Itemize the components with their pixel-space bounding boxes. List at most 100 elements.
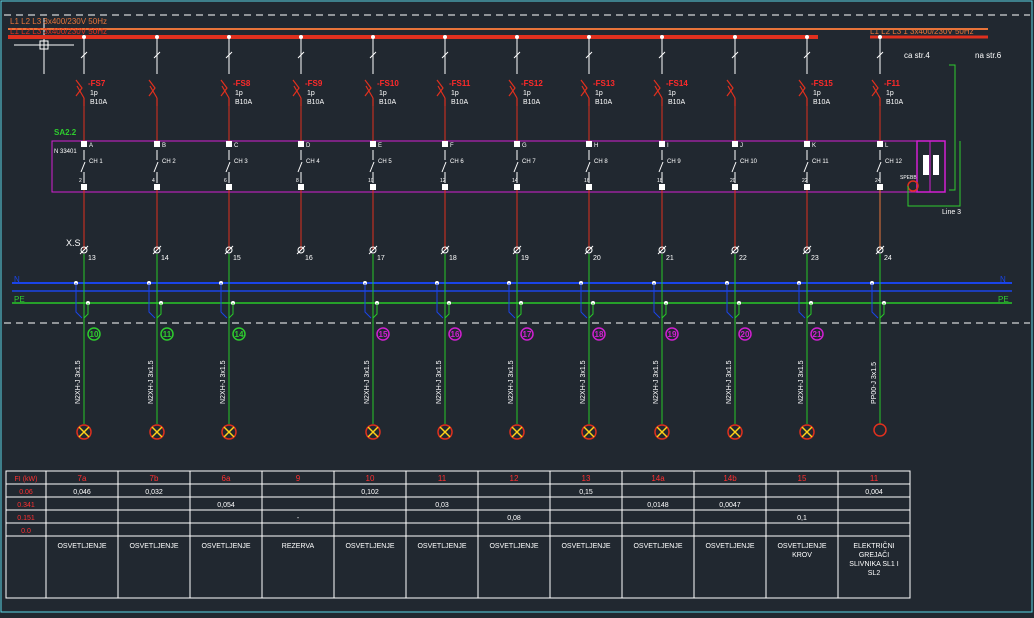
bus-label-1: L1 L2 L3 3x400/230V 50Hz	[10, 17, 107, 26]
circuit-marker	[810, 327, 824, 341]
terminal-ring	[297, 246, 305, 254]
relay-module-frame	[51, 140, 931, 193]
module-terminal-bottom	[586, 184, 592, 190]
table-cell: 0,102	[361, 489, 379, 496]
table-description: OSVETLJENJE	[345, 543, 394, 550]
breaker-id: -FS10	[377, 79, 399, 88]
terminal-number: 20	[593, 255, 601, 262]
lamp-icon	[799, 424, 815, 440]
lamp-icon	[149, 424, 165, 440]
channel-label: CH 4	[306, 159, 320, 165]
breaker-poles: 1p	[523, 90, 531, 97]
table-cell: 0,054	[217, 502, 235, 509]
module-subname: N 33401	[54, 149, 77, 155]
terminal-slash	[440, 245, 450, 255]
rail-drop-n	[436, 283, 444, 319]
terminal-number: 14	[161, 255, 169, 262]
terminal-ring	[585, 246, 593, 254]
breaker-poles: 1p	[379, 90, 387, 97]
contact-blade	[731, 161, 737, 173]
lamp-cross	[583, 426, 595, 438]
terminal-number: 15	[233, 255, 241, 262]
terminal-slash	[224, 245, 234, 255]
term-number-bottom: 8	[296, 178, 299, 184]
breaker-id: -FS15	[811, 79, 833, 88]
circuit-number: 11	[163, 330, 172, 339]
channel-letter: H	[594, 143, 598, 149]
table-description: OSVETLJENJE	[417, 543, 466, 550]
breaker-rating: B10A	[886, 99, 903, 106]
module-terminal-bottom	[659, 184, 665, 190]
bus-label-right: L1 L2 L3 1 3x400/230V 50Hz	[870, 27, 974, 36]
term-number-bottom: 24	[875, 178, 881, 184]
breaker-switch-icon	[798, 79, 808, 106]
breaker-id: -FS14	[666, 79, 688, 88]
circuit-number: 18	[595, 330, 604, 339]
heater-icon	[873, 423, 887, 437]
term-number-bottom: 4	[152, 178, 155, 184]
circuit-marker	[520, 327, 534, 341]
breaker-poles: 1p	[90, 90, 98, 97]
breaker-id: -FS11	[449, 79, 471, 88]
breaker-poles: 1p	[813, 90, 821, 97]
breaker-poles: 1p	[235, 90, 243, 97]
rail-n-label-left: N	[14, 275, 20, 284]
module-terminal-bottom	[154, 184, 160, 190]
table-header-cell: 7a	[78, 474, 87, 483]
terminal-number: 22	[739, 255, 747, 262]
breaker-tick	[369, 51, 377, 59]
terminal-ring	[876, 246, 884, 254]
module-terminal-bottom	[732, 184, 738, 190]
table-cell: 0,0148	[647, 502, 669, 509]
bus-label-2: L1 L2 L3 3x400/230V 50Hz	[10, 27, 107, 36]
terminal-number: 16	[305, 255, 313, 262]
description-line: ELEKTRIČNI	[853, 541, 894, 550]
breaker-switch-icon	[75, 79, 85, 106]
module-terminal-top	[877, 141, 883, 147]
terminal-slash	[368, 245, 378, 255]
channel-label: CH 10	[740, 159, 758, 165]
channel-letter: A	[89, 143, 93, 149]
lamp-icon	[654, 424, 670, 440]
description-line: KROV	[792, 552, 812, 559]
terminal-ring	[153, 246, 161, 254]
cable-type: N2XH-J 3x1.5	[364, 360, 371, 404]
table-row-label: 0.06	[19, 489, 33, 496]
module-terminal-top	[804, 141, 810, 147]
module-terminal-bottom	[514, 184, 520, 190]
terminal-ring	[369, 246, 377, 254]
table-description: OSVETLJENJE	[489, 543, 538, 550]
table-row-label: 0.341	[17, 502, 35, 509]
table-cell: 0,0047	[719, 502, 741, 509]
term-number-bottom: 20	[730, 178, 736, 184]
breaker-rating: B10A	[379, 99, 396, 106]
term-number-bottom: 2	[79, 178, 82, 184]
table-row-label: 0.0	[21, 528, 31, 535]
terminal-number: 18	[449, 255, 457, 262]
description-line: OSVETLJENJE	[777, 543, 826, 550]
breaker-switch-icon	[148, 79, 158, 106]
module-terminal-top	[442, 141, 448, 147]
module-terminal-top	[659, 141, 665, 147]
channel-letter: K	[812, 143, 816, 149]
contact-blade	[513, 161, 519, 173]
circuit-marker	[160, 327, 174, 341]
table-cell: 0,08	[507, 515, 521, 522]
cable-type: N2XH-J 3x1.5	[220, 360, 227, 404]
term-number-bottom: 6	[224, 178, 227, 184]
breaker-switch-icon	[726, 79, 736, 106]
module-terminal-top	[586, 141, 592, 147]
table-header-cell: 14a	[651, 474, 665, 483]
breaker-tick	[876, 51, 884, 59]
circuit-marker	[592, 327, 606, 341]
circuit-number: 19	[668, 330, 677, 339]
terminal-ring	[80, 246, 88, 254]
term-number-bottom: 18	[657, 178, 663, 184]
rail-drop-n	[75, 283, 83, 319]
